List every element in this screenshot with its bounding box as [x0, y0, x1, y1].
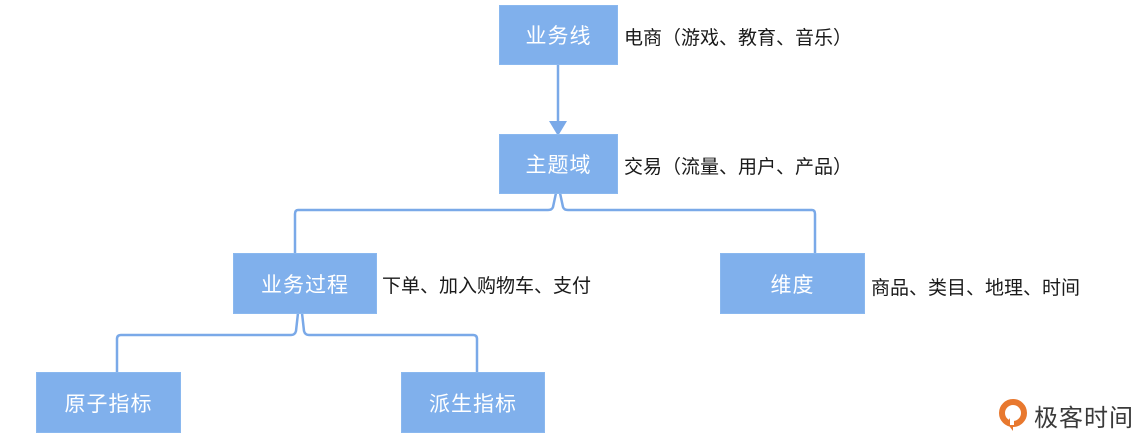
geektime-logo-icon — [999, 398, 1027, 431]
node-business-process: 业务过程 — [234, 254, 376, 313]
node-label: 原子指标 — [64, 391, 153, 416]
node-derived-metric: 派生指标 — [402, 373, 544, 432]
watermark: 极客时间 — [998, 398, 1134, 433]
node-note-subject-domain: 交易（流量、用户、产品） — [624, 156, 853, 178]
arrowhead-icon — [549, 121, 567, 136]
node-label: 维度 — [770, 272, 815, 297]
node-subject-domain: 主题域 — [500, 135, 617, 193]
node-label: 主题域 — [525, 153, 592, 177]
edge-subject-domain-branch — [293, 191, 817, 256]
node-note-dimension: 商品、类目、地理、时间 — [871, 277, 1081, 299]
node-note-business-process: 下单、加入购物车、支付 — [382, 275, 592, 297]
watermark-text: 极客时间 — [1034, 404, 1134, 432]
node-label: 业务线 — [525, 24, 592, 48]
node-label: 业务过程 — [261, 272, 349, 297]
edge-business-process-branch — [115, 311, 479, 375]
node-label: 派生指标 — [429, 391, 517, 416]
node-atomic-metric: 原子指标 — [37, 373, 180, 432]
node-note-business-line: 电商（游戏、教育、音乐） — [624, 27, 853, 49]
node-business-line: 业务线 — [500, 6, 617, 64]
node-dimension: 维度 — [721, 254, 864, 313]
